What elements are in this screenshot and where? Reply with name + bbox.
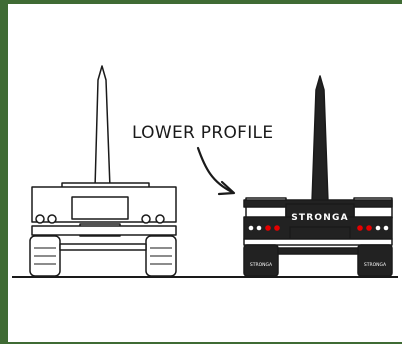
truck-right-plate-text: STRONGA [291, 213, 349, 223]
truck-right-tire-right [357, 244, 393, 277]
truck-right-tire-left [243, 244, 279, 277]
callout-arrow [196, 146, 234, 194]
callout-arrowhead [217, 180, 236, 196]
truck-left-light [35, 214, 45, 224]
truck-right-mast [311, 75, 329, 203]
mudflap-right-text: STRONGA [364, 262, 387, 268]
mudflap-left-text: STRONGA [250, 262, 273, 268]
truck-left-bumper [31, 225, 177, 236]
truck-left-center-box [71, 196, 129, 220]
lower-profile-label: LOWER PROFILE [132, 123, 273, 143]
truck-right-lights [248, 225, 389, 231]
truck-stronga-low-profile [243, 75, 393, 277]
truck-left-mast [94, 65, 111, 189]
truck-standard-outline [29, 65, 177, 277]
